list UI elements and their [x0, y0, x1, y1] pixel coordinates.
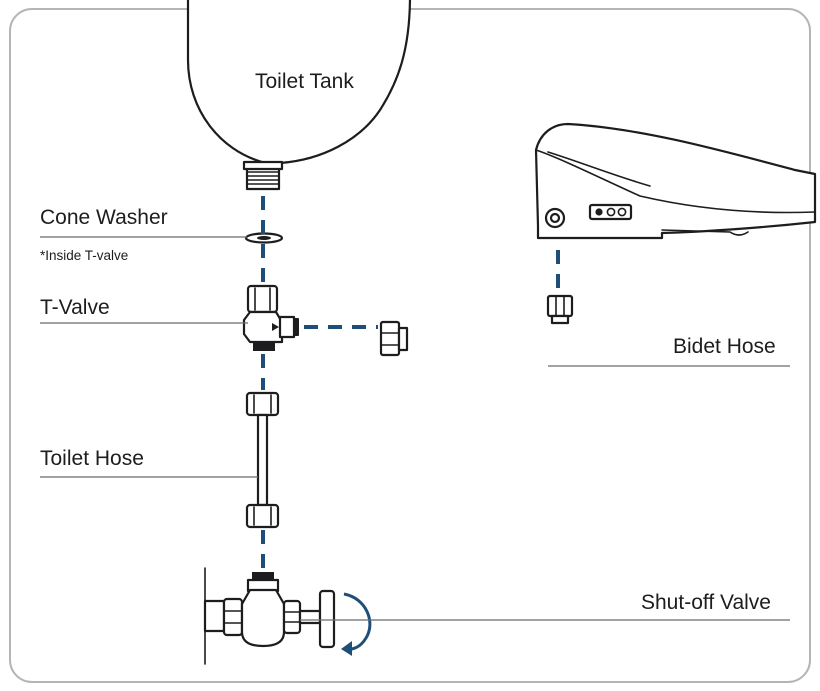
cone-washer-note: *Inside T-valve — [40, 248, 128, 263]
shutoff-valve-icon — [203, 567, 336, 665]
bidet-hose-icon — [379, 294, 574, 368]
connection-lines — [261, 196, 560, 570]
toilet-tank-label: Toilet Tank — [255, 70, 354, 93]
cone-washer-label: Cone Washer — [40, 206, 168, 229]
toilet-hose-icon — [245, 391, 280, 529]
t-valve-icon — [242, 284, 299, 351]
bidet-hose-label: Bidet Hose — [673, 335, 776, 358]
shutoff-valve-label: Shut-off Valve — [641, 591, 771, 614]
bidet-seat-icon — [534, 122, 817, 240]
cone-washer-icon — [244, 232, 284, 244]
toilet-tank-icon — [186, 0, 412, 191]
t-valve-label: T-Valve — [40, 296, 110, 319]
toilet-hose-label: Toilet Hose — [40, 447, 144, 470]
rotate-arrow-icon — [341, 592, 372, 656]
